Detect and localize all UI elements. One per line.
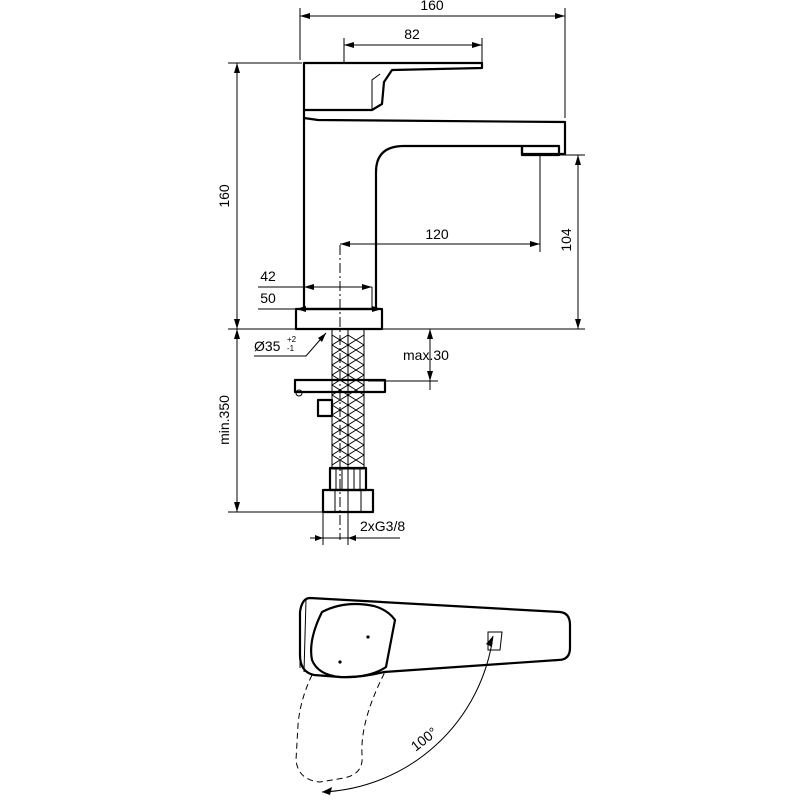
dimension-lines (228, 8, 585, 545)
dim-lever-angle: 100° (408, 724, 441, 754)
dim-spout-height: 104 (558, 228, 574, 252)
dim-lever-length: 82 (404, 26, 420, 42)
top-view-body (298, 596, 572, 679)
dimension-labels: 160 82 160 104 120 42 50 Ø35 +2 -1 max.3… (216, 0, 574, 754)
faucet-side-view (293, 61, 567, 540)
lever-rotated-ghost (295, 669, 387, 783)
lever-outline (302, 61, 484, 112)
base-plate (294, 307, 384, 331)
supply-hoses (331, 328, 365, 470)
dim-base-42: 42 (260, 268, 276, 284)
dim-base-50: 50 (260, 290, 276, 306)
dim-hose-length: min.350 (216, 395, 232, 445)
mounting-nut (316, 398, 334, 418)
top-view-lever (310, 602, 397, 679)
dim-spout-reach: 120 (425, 226, 449, 242)
faucet-top-view (295, 596, 572, 795)
faucet-body (302, 110, 567, 311)
dim-hole-tol-lower: -1 (287, 344, 295, 353)
dim-max-thickness: max.30 (403, 347, 449, 363)
hose-connectors (321, 466, 375, 514)
dim-total-height: 160 (216, 184, 232, 208)
dim-hole-tol-upper: +2 (287, 335, 297, 344)
angle-arc (321, 635, 494, 793)
dim-hole-diameter: Ø35 (254, 338, 281, 354)
dim-total-width: 160 (420, 0, 444, 13)
dim-connection: 2xG3/8 (360, 518, 405, 534)
